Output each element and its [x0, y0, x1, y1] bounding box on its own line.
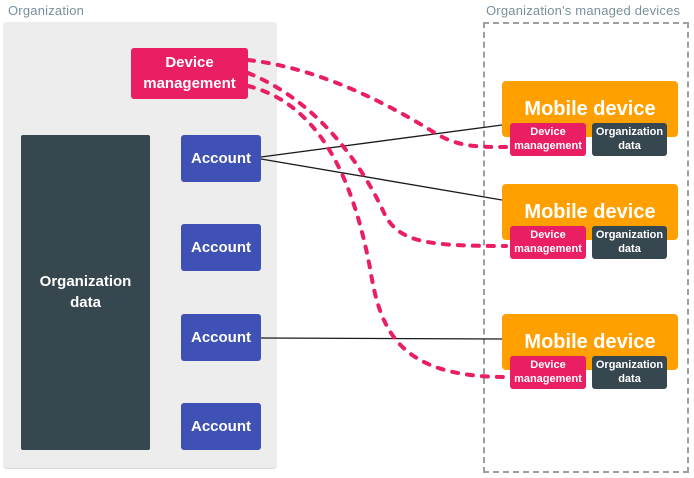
managed-devices-container	[483, 22, 689, 473]
device-management-device2-link	[246, 71, 508, 248]
organization-data-chip: Organization data	[592, 226, 667, 259]
mobile-device-title: Mobile device	[524, 330, 656, 353]
device-management-device3-link	[246, 84, 508, 379]
account-box-2: Account	[181, 224, 261, 271]
organization-data-chip: Organization data	[592, 123, 667, 156]
account1-device2-link	[260, 158, 503, 201]
account3-device3-link	[260, 337, 503, 340]
device-management-chip: Device management	[510, 226, 586, 259]
mobile-device-box-3: Mobile device Device management Organiza…	[502, 314, 678, 389]
organization-data-chip: Organization data	[592, 356, 667, 389]
device-management-chip: Device management	[510, 356, 586, 389]
organization-data-box: Organization data	[21, 135, 150, 450]
account-box-3: Account	[181, 314, 261, 361]
account-box-4: Account	[181, 403, 261, 450]
organization-section-label: Organization	[8, 3, 85, 18]
device-management-box: Device management	[131, 48, 248, 99]
managed-devices-section-label: Organization's managed devices	[486, 3, 681, 18]
device-management-device1-link	[246, 58, 508, 149]
account1-device1-link	[260, 124, 503, 158]
device-management-chip: Device management	[510, 123, 586, 156]
mobile-device-title: Mobile device	[524, 97, 656, 120]
account-box-1: Account	[181, 135, 261, 182]
mobile-device-box-2: Mobile device Device management Organiza…	[502, 184, 678, 259]
mobile-device-box-1: Mobile device Device management Organiza…	[502, 81, 678, 156]
mobile-device-title: Mobile device	[524, 200, 656, 223]
